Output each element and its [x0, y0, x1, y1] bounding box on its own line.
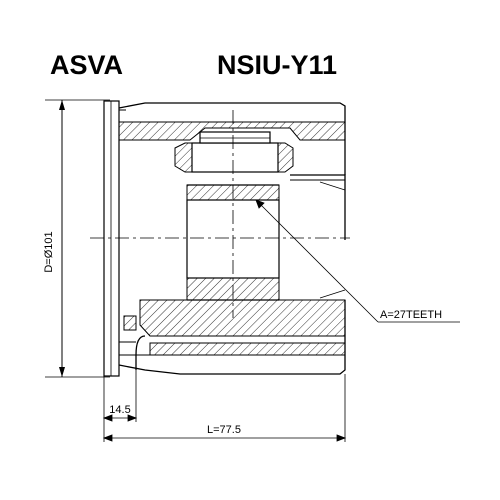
snap-ring: [119, 315, 137, 343]
flange-width-label: 14.5: [109, 404, 130, 416]
part-number: NSIU-Y11: [217, 50, 338, 80]
retaining-nut: [191, 131, 279, 173]
teeth-label: A=27TEETH: [380, 309, 442, 321]
brand-title: ASVA: [50, 50, 124, 80]
diameter-label: D=Ø101: [43, 231, 55, 272]
diameter-dimension: [45, 99, 110, 378]
teeth-leader: [255, 199, 460, 323]
flange-plate: [103, 100, 126, 377]
length-label: L=77.5: [207, 424, 241, 436]
center-lines: [90, 110, 350, 318]
length-dimension: [102, 370, 347, 442]
